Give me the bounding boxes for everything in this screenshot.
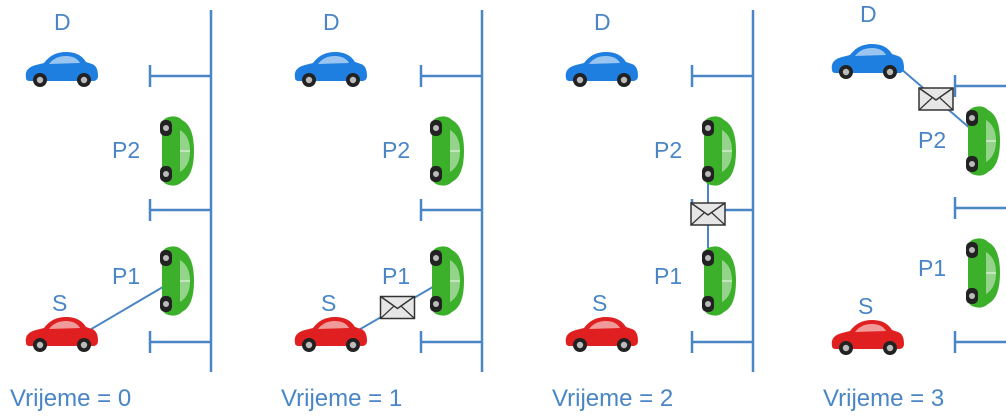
label-p1: P1	[382, 263, 410, 289]
car-icon-parked-p1	[965, 237, 1001, 309]
car-icon-parked-p2	[701, 115, 737, 187]
label-p2: P2	[382, 137, 410, 163]
label-source: S	[52, 290, 67, 316]
time-caption: Vrijeme = 3	[823, 385, 944, 412]
car-icon-source	[294, 317, 367, 352]
label-p2: P2	[654, 137, 682, 163]
car-icon-source	[565, 317, 638, 352]
car-icon-source	[25, 317, 98, 352]
car-icon-destination	[294, 52, 367, 87]
car-icon-parked-p1	[701, 245, 737, 317]
label-destination: D	[323, 9, 340, 35]
car-icon-parked-p2	[429, 115, 465, 187]
label-p1: P1	[918, 255, 946, 281]
label-destination: D	[594, 9, 611, 35]
car-icon-source	[831, 320, 904, 355]
car-icon-parked-p2	[965, 105, 1001, 177]
car-icon-destination	[25, 52, 98, 87]
envelope-icon	[918, 87, 954, 111]
car-icon-parked-p1	[159, 245, 195, 317]
envelope-icon	[379, 295, 416, 320]
label-p2: P2	[112, 137, 140, 163]
label-source: S	[321, 290, 336, 316]
time-caption: Vrijeme = 1	[281, 385, 402, 412]
label-source: S	[592, 290, 607, 316]
label-p2: P2	[918, 127, 946, 153]
label-p1: P1	[112, 263, 140, 289]
car-icon-parked-p2	[159, 115, 195, 187]
time-caption: Vrijeme = 2	[552, 385, 673, 412]
label-destination: D	[54, 9, 71, 35]
car-icon-parked-p1	[429, 245, 465, 317]
label-destination: D	[860, 1, 877, 27]
envelope-icon	[690, 202, 726, 226]
time-caption: Vrijeme = 0	[10, 385, 131, 412]
car-icon-destination	[565, 52, 638, 87]
radio-link-s-p1	[87, 283, 169, 332]
car-icon-destination	[831, 44, 904, 79]
label-source: S	[858, 293, 873, 319]
label-p1: P1	[654, 263, 682, 289]
